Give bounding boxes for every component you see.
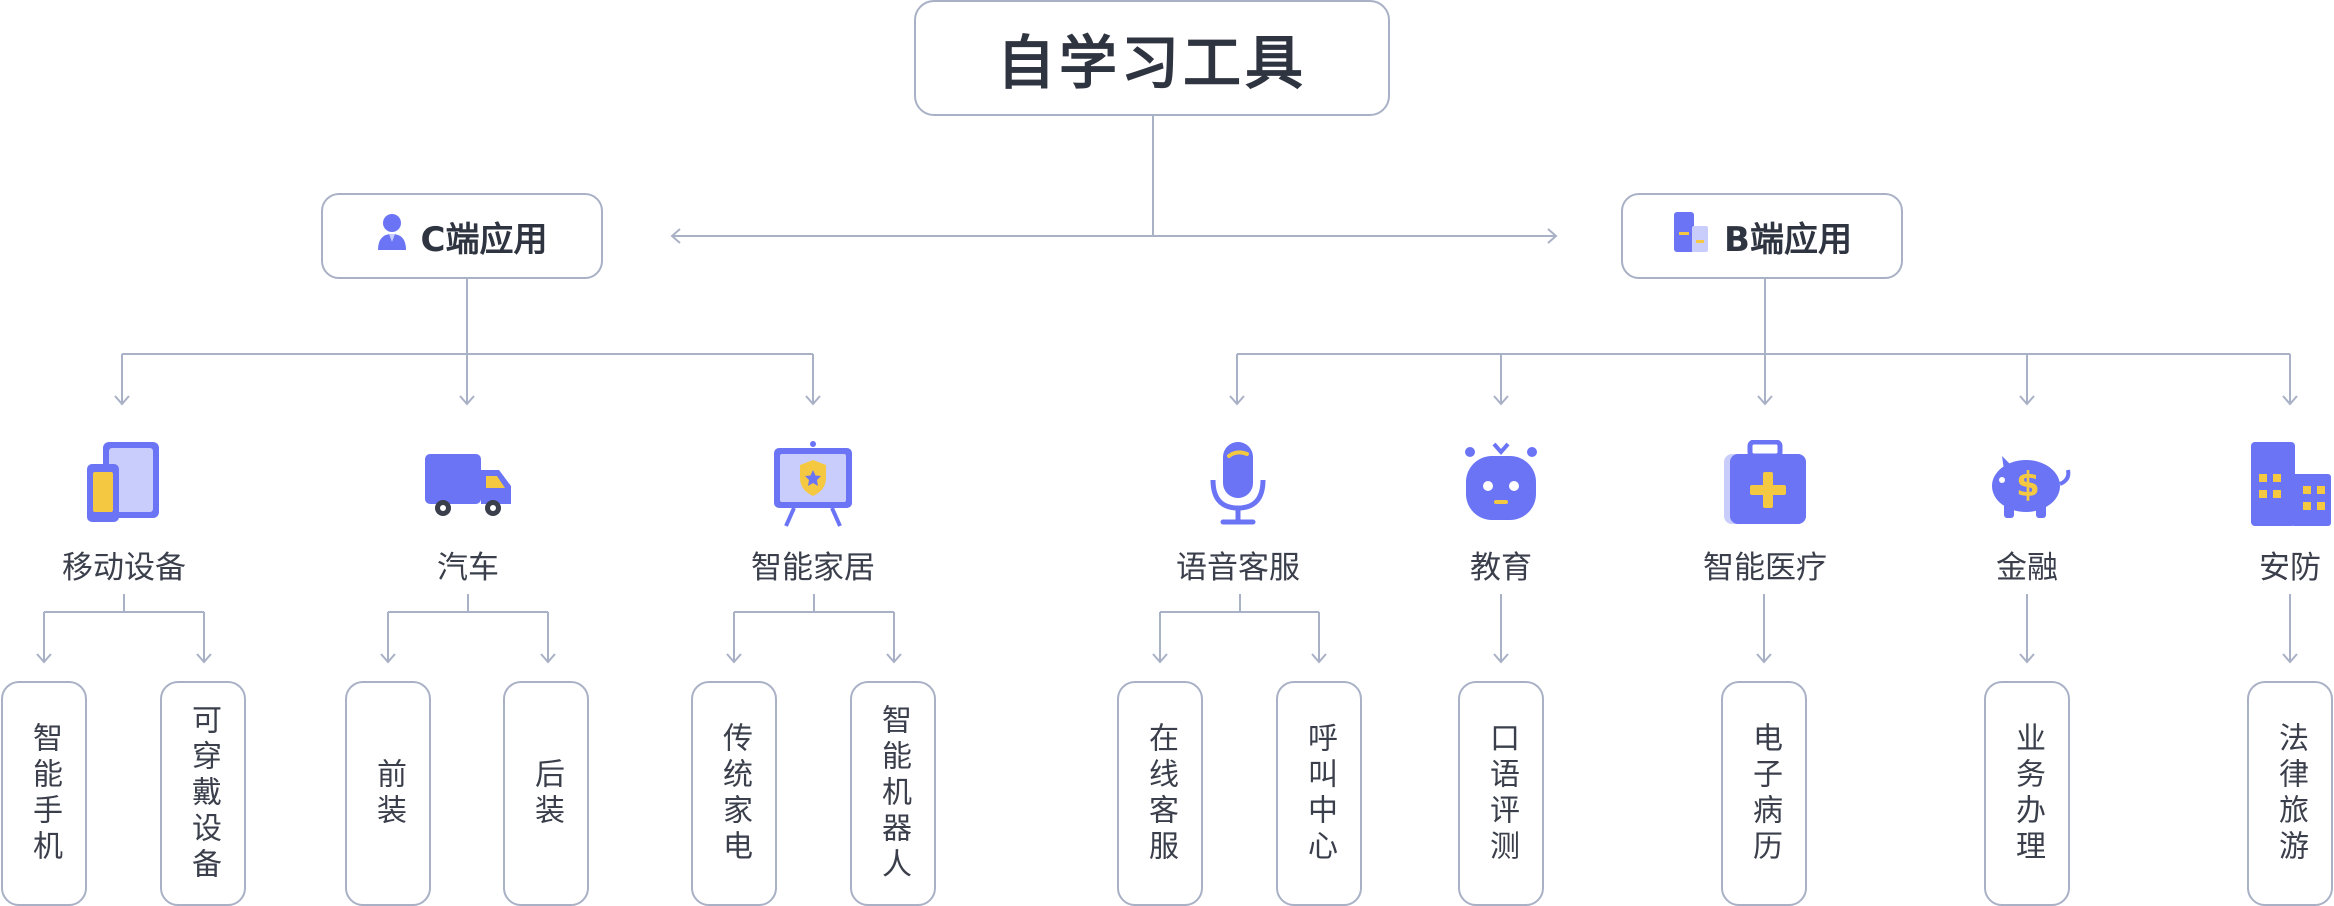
leaf-front: 前装 <box>345 681 431 906</box>
piggy-bank-icon: $ <box>1992 456 2071 518</box>
user-icon <box>377 212 407 261</box>
svg-text:$: $ <box>2016 465 2040 505</box>
leaf-callcenter: 呼叫中心 <box>1276 681 1362 906</box>
leaf-wearable: 可穿戴设备 <box>160 681 246 906</box>
category-edu-label: 教育 <box>1470 550 1532 586</box>
category-fin-label: 金融 <box>1996 550 2058 586</box>
mobile-device-icon <box>87 442 159 522</box>
truck-icon <box>425 454 511 516</box>
branch-c-node: C端应用 <box>321 193 603 279</box>
category-home: 智能家居 <box>713 440 913 587</box>
category-med-label: 智能医疗 <box>1703 550 1827 586</box>
category-med: 智能医疗 <box>1665 440 1865 587</box>
leaf-online: 在线客服 <box>1117 681 1203 906</box>
category-voice-label: 语音客服 <box>1176 550 1300 586</box>
category-car-label: 汽车 <box>437 550 499 586</box>
leaf-oral: 口语评测 <box>1458 681 1544 906</box>
category-sec-label: 安防 <box>2259 550 2321 586</box>
building-security-icon <box>2251 442 2331 526</box>
branch-b-node: B端应用 <box>1621 193 1903 279</box>
leaf-robot: 智能机器人 <box>850 681 936 906</box>
building-icon <box>1672 211 1710 261</box>
leaf-business: 业务办理 <box>1984 681 2070 906</box>
category-fin: $ 金融 <box>1927 440 2127 587</box>
microphone-icon <box>1210 442 1266 525</box>
leaf-phone: 智能手机 <box>1 681 87 906</box>
root-title: 自学习工具 <box>996 29 1307 97</box>
category-edu: 教育 <box>1401 440 1601 587</box>
leaf-after: 后装 <box>503 681 589 906</box>
branch-c-label: C端应用 <box>420 219 548 260</box>
branch-b-label: B端应用 <box>1724 219 1852 260</box>
category-mobile: 移动设备 <box>24 440 224 587</box>
root-node: 自学习工具 <box>914 0 1390 116</box>
medical-kit-icon <box>1724 440 1806 524</box>
category-mobile-label: 移动设备 <box>62 550 186 586</box>
category-voice: 语音客服 <box>1138 440 1338 587</box>
leaf-appliance: 传统家电 <box>691 681 777 906</box>
category-car: 汽车 <box>368 440 568 587</box>
category-home-label: 智能家居 <box>751 550 875 586</box>
category-sec: 安防 <box>2190 440 2334 587</box>
robot-face-icon <box>1465 442 1537 520</box>
leaf-emr: 电子病历 <box>1721 681 1807 906</box>
smart-tv-icon <box>774 441 852 527</box>
leaf-law: 法律旅游 <box>2247 681 2333 906</box>
